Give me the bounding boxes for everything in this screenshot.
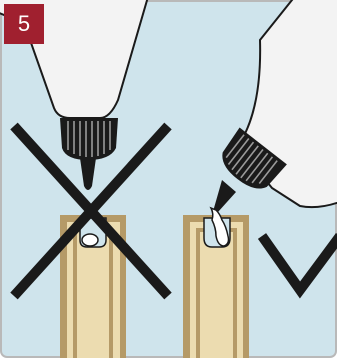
- glue-drop-left: [82, 234, 98, 246]
- step-number-badge: 5: [4, 4, 44, 44]
